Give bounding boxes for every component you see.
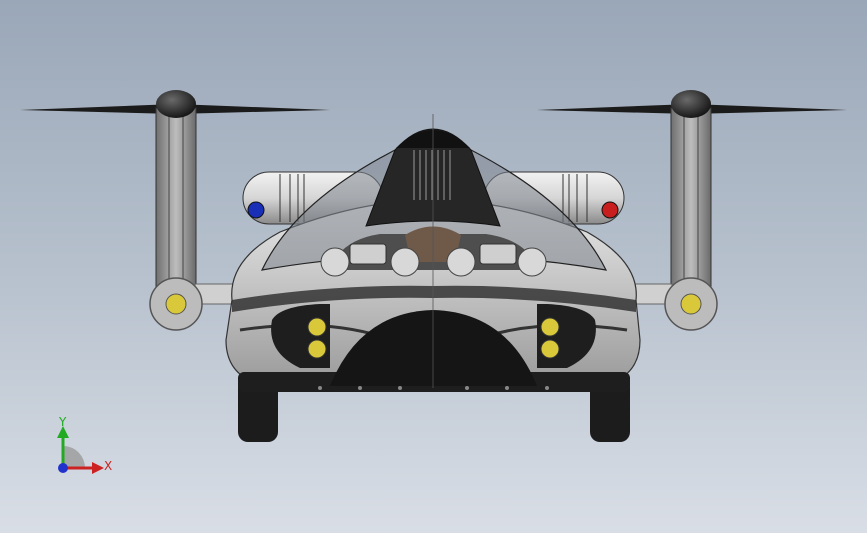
- left-nacelle-light: [165, 293, 187, 315]
- left-position-light: [247, 201, 265, 219]
- axis-triad[interactable]: Y X: [40, 410, 120, 485]
- triad-quadrant: [63, 446, 85, 468]
- left-rotor-assembly[interactable]: [20, 90, 330, 331]
- z-axis-dot: [58, 463, 68, 473]
- right-position-light: [601, 201, 619, 219]
- left-headlight-lower: [307, 339, 327, 359]
- right-nacelle-light: [680, 293, 702, 315]
- y-axis-label: Y: [59, 415, 67, 429]
- right-rotor-arm: [670, 107, 712, 301]
- right-seat-wheel: [517, 247, 547, 277]
- left-rotor-arm: [155, 107, 197, 301]
- left-headlight-upper: [307, 317, 327, 337]
- left-wheel: [238, 378, 278, 442]
- right-seat: [479, 243, 517, 265]
- right-rotor-assembly[interactable]: [537, 90, 847, 331]
- center-hood: [330, 310, 537, 386]
- fascia-stripe: [232, 285, 636, 312]
- right-wheel: [590, 378, 630, 442]
- wheels: [238, 378, 630, 442]
- left-seat-wheel: [320, 247, 350, 277]
- car-body[interactable]: [225, 114, 641, 392]
- right-headlight-lower: [540, 339, 560, 359]
- left-rotor-hub: [156, 90, 196, 118]
- right-rotor-hub: [671, 90, 711, 118]
- x-axis-label: X: [104, 459, 113, 473]
- left-seat: [349, 243, 387, 265]
- right-headlight-upper: [540, 317, 560, 337]
